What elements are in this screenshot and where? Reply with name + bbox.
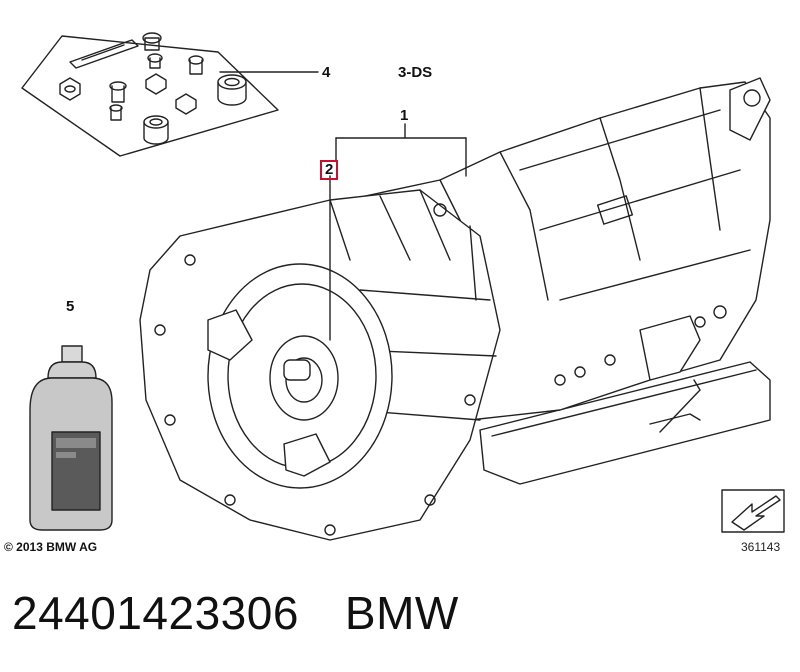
callout-item-1: 1	[400, 107, 409, 124]
copyright-notice: © 2013 BMW AG	[4, 540, 98, 554]
screw-plug-icon	[142, 32, 163, 69]
part-number: 24401423306	[12, 587, 299, 639]
model-code-label: 3-DS	[398, 64, 433, 81]
callout-item-5: 5	[66, 298, 75, 315]
callout-leaders	[329, 123, 467, 341]
automatic-transmission-illustration	[139, 77, 771, 541]
torque-converter	[207, 263, 393, 489]
transmission-oil-bottle	[29, 345, 113, 531]
image-number: 361143	[741, 540, 781, 554]
seal-ring-icon	[143, 74, 247, 145]
parts-kit-illustration	[21, 32, 319, 157]
view-direction-icon	[721, 489, 785, 533]
callout-item-4: 4	[322, 64, 331, 81]
brand-name: BMW	[344, 587, 459, 639]
part-caption: 24401423306 BMW	[12, 586, 459, 640]
hex-nut-icon	[59, 73, 197, 115]
exploded-parts-diagram	[21, 32, 785, 541]
callout-item-2[interactable]: 2	[320, 160, 339, 180]
bolt-icon	[109, 55, 204, 121]
